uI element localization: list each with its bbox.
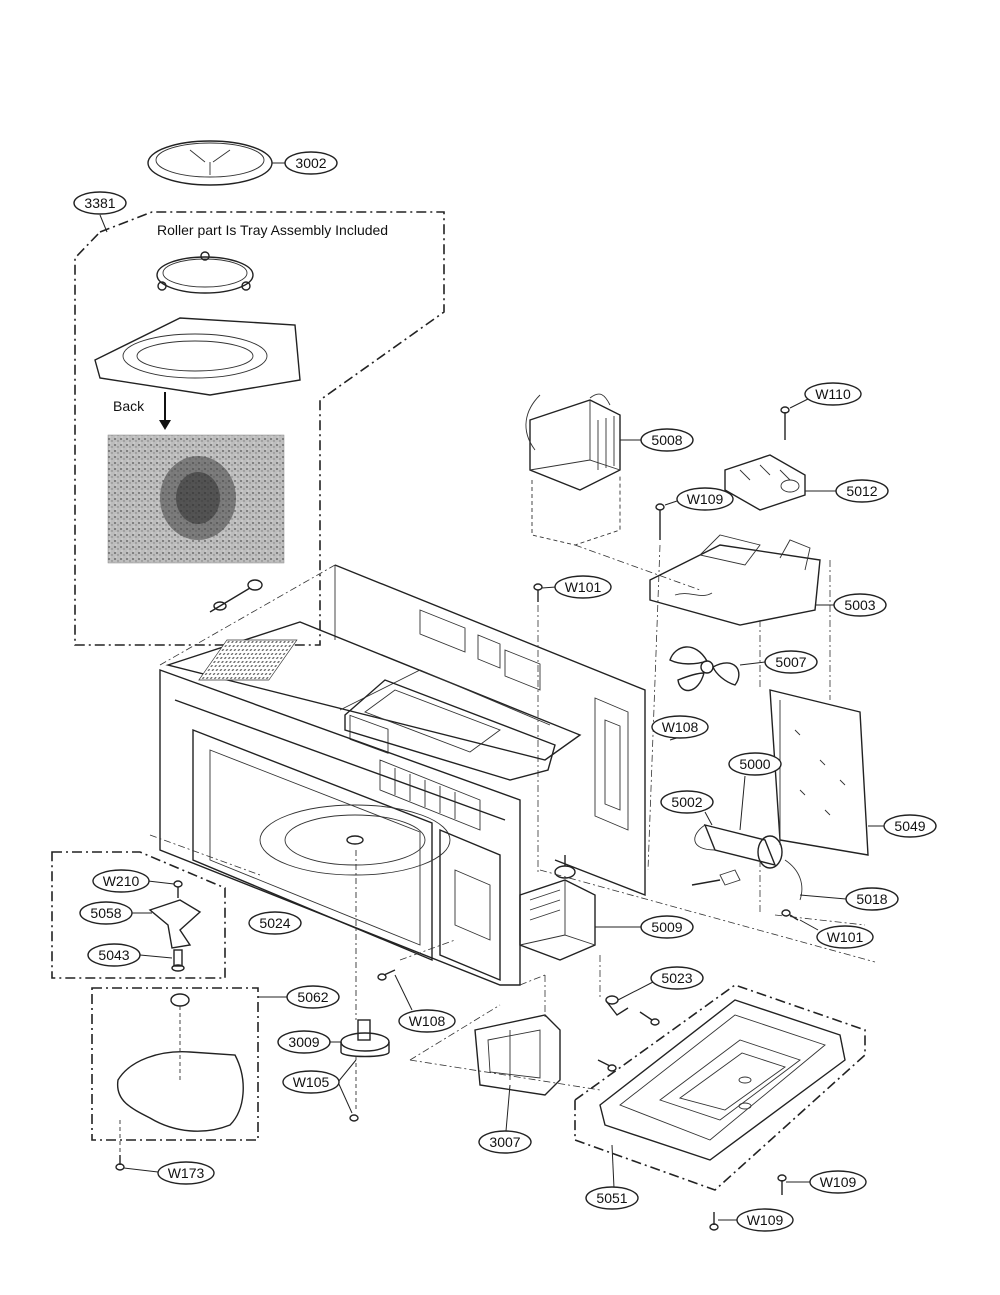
base-plate-part	[599, 999, 846, 1161]
svg-text:5007: 5007	[775, 654, 806, 670]
callout-5007: 5007	[739, 650, 818, 674]
capacitor-part	[691, 823, 803, 901]
svg-text:5023: 5023	[661, 970, 692, 986]
stirrer-motor-part	[340, 850, 390, 1122]
callout-5008: 5008	[620, 428, 694, 452]
svg-text:3002: 3002	[295, 155, 326, 171]
callout-w109-b2: W109	[718, 1208, 794, 1232]
roller-shaft-part	[209, 579, 263, 613]
callout-w101-right: W101	[799, 919, 874, 949]
callout-5009: 5009	[595, 915, 694, 939]
svg-text:3381: 3381	[84, 195, 115, 211]
svg-text:5043: 5043	[98, 947, 129, 963]
svg-text:5002: 5002	[671, 794, 702, 810]
callout-5058: 5058	[79, 901, 152, 925]
transformer-part	[525, 393, 621, 491]
svg-text:5012: 5012	[846, 483, 877, 499]
svg-text:5003: 5003	[844, 597, 875, 613]
svg-text:W105: W105	[293, 1074, 330, 1090]
callout-5002: 5002	[660, 790, 714, 826]
fuse-holder-part	[724, 406, 806, 511]
svg-text:5009: 5009	[651, 919, 682, 935]
callout-5000: 5000	[728, 752, 782, 831]
bottom-cover-dashed-boundary	[91, 987, 259, 1141]
callout-w108-right: W108	[651, 715, 709, 741]
fan-bracket-part	[649, 503, 821, 626]
turntable-tray-part	[147, 140, 285, 186]
svg-text:W108: W108	[409, 1013, 446, 1029]
callout-3007: 3007	[478, 1084, 532, 1154]
svg-text:5058: 5058	[90, 905, 121, 921]
callout-3002: 3002	[284, 151, 338, 175]
callout-w109-b1: W109	[786, 1170, 867, 1194]
thermal-cutout-part	[597, 995, 660, 1072]
svg-text:5051: 5051	[596, 1190, 627, 1206]
callout-5012: 5012	[805, 479, 889, 503]
oven-cavity-assembly	[159, 564, 646, 986]
svg-text:W173: W173	[168, 1165, 205, 1181]
callout-3381: 3381	[73, 191, 127, 233]
callout-w210: W210	[92, 869, 175, 893]
roller-ring-part	[156, 251, 254, 294]
tray-plate-part	[94, 317, 301, 396]
callout-w105: W105	[282, 1059, 357, 1114]
svg-text:5008: 5008	[651, 432, 682, 448]
callout-3009: 3009	[277, 1030, 341, 1054]
callout-w108-bottom: W108	[394, 974, 456, 1033]
transformer-outline	[531, 475, 621, 546]
svg-text:5062: 5062	[297, 989, 328, 1005]
callout-5003: 5003	[815, 593, 887, 617]
tray-assembly-dashed-boundary	[74, 211, 445, 646]
magnetron-part	[519, 855, 596, 961]
svg-text:5018: 5018	[856, 891, 887, 907]
back-label: Back	[113, 398, 145, 414]
callout-w110: W110	[789, 382, 862, 409]
svg-text:5000: 5000	[739, 756, 770, 772]
callout-5062: 5062	[258, 985, 340, 1009]
callout-5024: 5024	[248, 911, 302, 935]
svg-text:W109: W109	[747, 1212, 784, 1228]
svg-text:W101: W101	[565, 579, 602, 595]
svg-text:5024: 5024	[259, 915, 290, 931]
callout-w109-top: W109	[664, 487, 734, 511]
svg-text:3009: 3009	[288, 1034, 319, 1050]
svg-text:W109: W109	[687, 491, 724, 507]
stirrer-cover-part	[115, 993, 244, 1171]
svg-text:W109: W109	[820, 1174, 857, 1190]
svg-text:5049: 5049	[894, 818, 925, 834]
svg-text:3007: 3007	[489, 1134, 520, 1150]
svg-text:W210: W210	[103, 873, 140, 889]
screw-w108-part	[377, 969, 396, 981]
callout-5049: 5049	[868, 814, 937, 838]
callout-w173: W173	[123, 1161, 215, 1185]
hinge-part	[148, 880, 202, 972]
screw-w109-part	[709, 1174, 787, 1231]
base-plate-dashed-boundary	[574, 984, 866, 1191]
air-duct-part	[474, 1014, 561, 1096]
callout-5051: 5051	[585, 1144, 639, 1210]
svg-text:W108: W108	[662, 719, 699, 735]
callout-w101-top: W101	[541, 575, 612, 599]
tray-back-photo	[107, 434, 285, 564]
left-parts-dashed-boundary	[51, 851, 226, 979]
roller-note-text: Roller part Is Tray Assembly Included	[157, 222, 388, 238]
back-arrow-icon	[159, 392, 171, 430]
side-panel-part	[769, 689, 869, 856]
callout-5043: 5043	[87, 943, 173, 967]
callout-5023: 5023	[617, 966, 704, 1001]
callout-5018: 5018	[799, 887, 899, 911]
svg-text:W101: W101	[827, 929, 864, 945]
alignment-lines	[149, 544, 876, 1091]
fan-blade-part	[669, 646, 740, 692]
svg-text:W110: W110	[815, 386, 851, 402]
